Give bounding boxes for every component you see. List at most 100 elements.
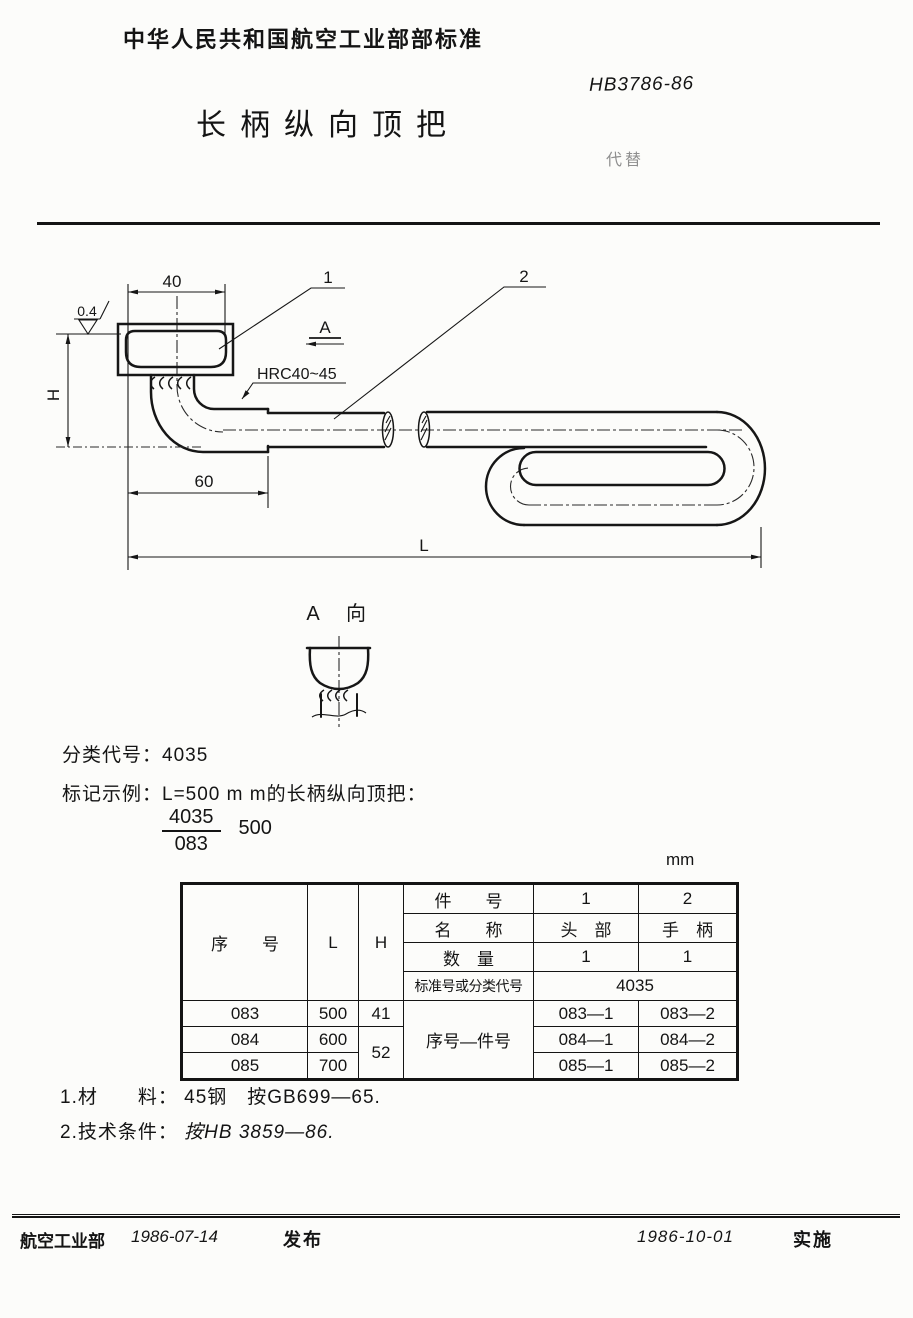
page-title: 长柄纵向顶把 <box>196 109 460 142</box>
technical-drawing: 40 0.4 H 60 L HRC40~45 1 2 <box>44 267 767 727</box>
header-part-no: 件 号 <box>403 883 534 914</box>
cell-part1: 084—1 <box>533 1026 639 1053</box>
centerline-stem <box>176 296 224 433</box>
cell-seq: 084 <box>181 1026 308 1053</box>
cell-h: 52 <box>358 1026 404 1080</box>
break-hatch-left <box>384 415 392 441</box>
centerline-left-u <box>510 467 530 506</box>
marking-example-line: 标记示例：L=500 m m的长柄纵向顶把： <box>62 779 427 806</box>
roughness-bar <box>74 300 110 320</box>
header-std-value: 4035 <box>533 971 738 1001</box>
dim-40-label: 40 <box>163 272 182 291</box>
footer-divider <box>12 1214 900 1218</box>
loop-hole-outline <box>518 450 726 487</box>
designation-length: 500 <box>238 817 272 839</box>
col-header-l: L <box>307 883 359 1001</box>
head-inner-outline <box>124 329 228 369</box>
cell-seq: 085 <box>181 1052 308 1080</box>
view-a-head-outline <box>308 646 370 691</box>
view-a-title: A <box>306 603 320 625</box>
supersede-note: 代替 <box>606 152 645 169</box>
cell-l: 500 <box>307 1000 359 1027</box>
classification-label: 分类代号： <box>62 745 163 766</box>
arrowhead <box>65 437 71 447</box>
dim-60-label: 60 <box>195 472 214 491</box>
header-qty-1: 1 <box>533 942 639 972</box>
hardness-leader <box>241 382 346 400</box>
notes-block: 1.材 料： 45钢 按GB699—65. 2.技术条件： 按HB 3859—8… <box>60 1080 381 1150</box>
view-a-weld-hatch <box>319 689 349 702</box>
header-name: 名 称 <box>403 913 534 943</box>
note-material-label: 1.材 料： <box>60 1087 178 1108</box>
arrowhead <box>258 490 268 496</box>
cell-h: 41 <box>358 1000 404 1027</box>
cell-part1: 083—1 <box>533 1000 639 1027</box>
footer-issuer: 航空工业部 <box>20 1232 105 1251</box>
cell-l: 600 <box>307 1026 359 1053</box>
centerline-right-u <box>716 429 755 506</box>
cell-l: 700 <box>307 1052 359 1080</box>
note-tech-label: 2.技术条件： <box>60 1122 178 1143</box>
header-qty-2: 1 <box>638 942 738 972</box>
footer-issue-action: 发布 <box>283 1230 323 1250</box>
head-outer-outline <box>116 322 235 377</box>
cell-combo-label: 序号—件号 <box>403 1000 534 1080</box>
arrowhead <box>65 334 71 344</box>
stem-right-edge <box>192 373 270 411</box>
classification-code: 4035 <box>162 745 209 766</box>
document-header: 中华人民共和国航空工业部部标准 <box>123 27 484 52</box>
cell-part1: 085—1 <box>533 1052 639 1080</box>
loop-left-u-outer <box>484 446 526 527</box>
fraction-numerator: 4035 <box>162 806 221 832</box>
header-part-2: 2 <box>638 883 738 914</box>
note-tech-text: 按HB 3859—86. <box>184 1122 335 1143</box>
dim-h-label: H <box>44 389 63 401</box>
designation-fraction: 4035 083 <box>162 806 221 856</box>
stem-left-edge <box>149 373 270 454</box>
classification-line: 分类代号：4035 <box>62 740 208 767</box>
break-section-right <box>417 411 431 448</box>
footer-impl-action: 实施 <box>793 1230 833 1250</box>
standard-number: HB3786-86 <box>588 73 695 96</box>
hardness-label: HRC40~45 <box>257 366 337 383</box>
roughness-triangle-icon <box>77 319 99 336</box>
cell-seq: 083 <box>181 1000 308 1027</box>
table-row: 085 700 085—1 085—2 <box>181 1052 738 1080</box>
specification-table: 序 号 L H 件 号 1 2 名 称 头 部 手 柄 数 量 1 1 标准号或… <box>180 882 739 1081</box>
cell-part2: 085—2 <box>638 1052 738 1080</box>
arrowhead <box>242 390 250 399</box>
dim-l-label: L <box>419 536 428 555</box>
table-row: 083 500 41 序号—件号 083—1 083—2 <box>181 1000 738 1080</box>
header-std: 标准号或分类代号 <box>403 971 534 1001</box>
header-name-2: 手 柄 <box>638 913 738 943</box>
rod-left-segment <box>266 411 386 449</box>
break-section-left <box>381 411 395 448</box>
loop-right-u-outer <box>715 410 767 527</box>
callout-2-label: 2 <box>519 267 528 286</box>
view-a-break-line <box>311 709 367 718</box>
break-hatch-right <box>420 415 428 441</box>
cell-part2: 083—2 <box>638 1000 738 1027</box>
note-material: 1.材 料： 45钢 按GB699—65. <box>60 1080 381 1115</box>
arrowhead <box>306 341 316 347</box>
callout-1-leader <box>218 287 345 350</box>
view-direction-label: A <box>319 318 331 337</box>
header-qty: 数 量 <box>403 942 534 972</box>
marking-designation: 4035 083 500 <box>162 806 272 856</box>
arrowhead <box>215 289 225 295</box>
rod-right-segment <box>425 410 719 449</box>
view-a-direction-char: 向 <box>346 602 366 625</box>
header-part-1: 1 <box>533 883 639 914</box>
footer-issue-date: 1986-07-14 <box>131 1227 218 1246</box>
header-name-1: 头 部 <box>533 913 639 943</box>
weld-hatch-marks <box>150 376 192 390</box>
table-row: 084 600 52 084—1 084—2 <box>181 1026 738 1080</box>
note-tech-conditions: 2.技术条件： 按HB 3859—86. <box>60 1115 381 1150</box>
arrowhead <box>751 554 761 560</box>
col-header-h: H <box>358 883 404 1001</box>
marking-label: 标记示例： <box>62 784 163 805</box>
callout-1-label: 1 <box>323 268 332 287</box>
marking-description: L=500 m m的长柄纵向顶把： <box>162 784 427 805</box>
note-material-text: 45钢 按GB699—65. <box>184 1087 381 1108</box>
